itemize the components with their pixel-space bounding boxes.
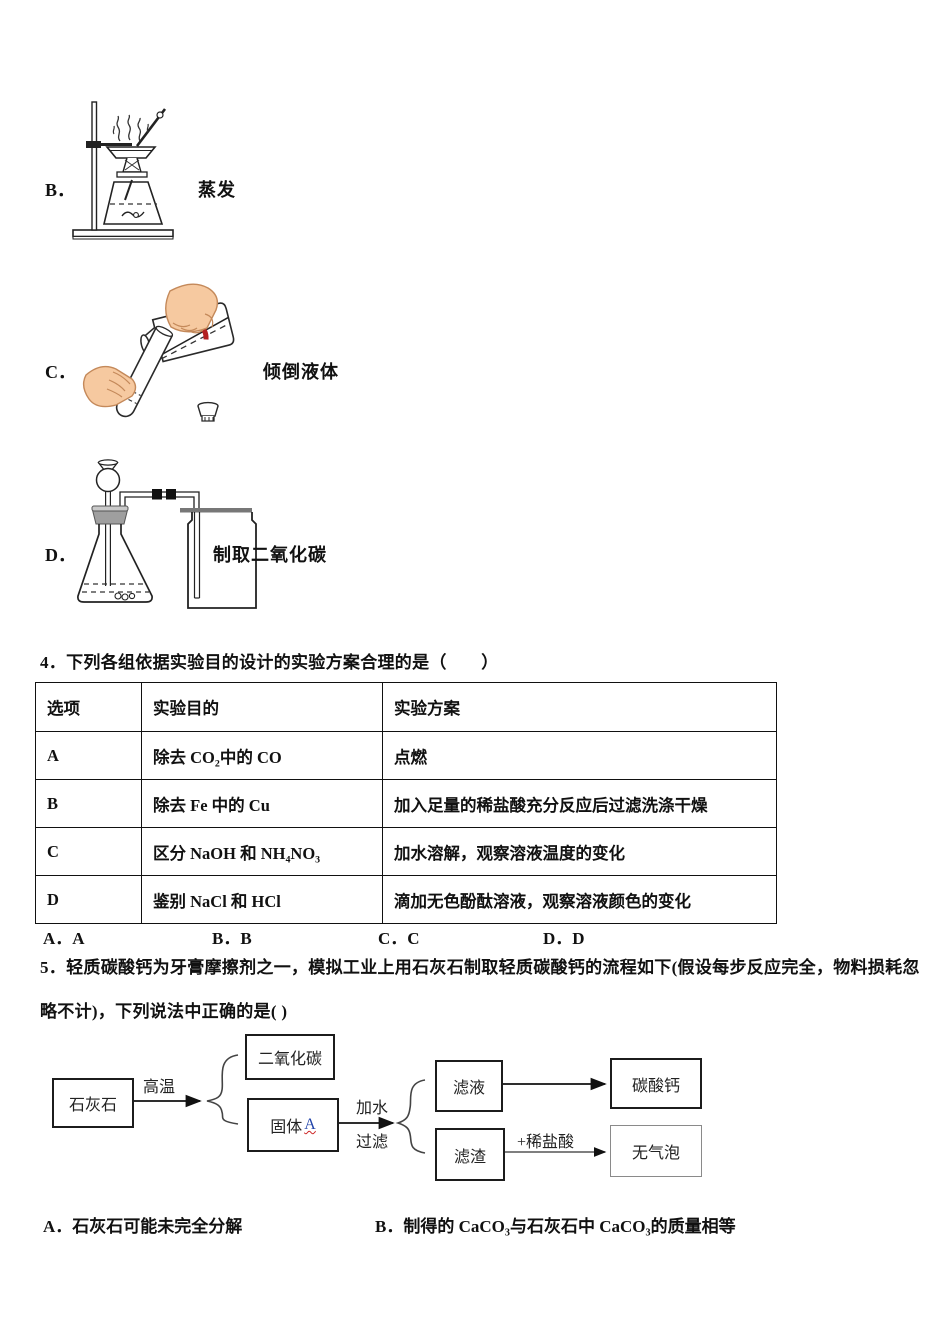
flow-box-filtrate: 滤液: [435, 1060, 503, 1112]
co2-preparation-apparatus-illustration: [77, 459, 257, 609]
q5-choice-a: A．石灰石可能未完全分解: [43, 1217, 243, 1236]
flow-box-residue: 滤渣: [435, 1128, 505, 1181]
q4-cell: B: [35, 779, 142, 828]
q4-cell: D: [35, 875, 142, 924]
flowchart-arrows-and-braces: [131, 1054, 607, 1157]
q5-choice-b: B．制得的 CaCO₃与石灰石中 CaCO₃的质量相等: [375, 1217, 736, 1236]
q4-cell: C: [35, 827, 142, 876]
q4-table-row-d: D 鉴别 NaCl 和 HCl 滴加无色酚酞溶液，观察溶液颜色的变化: [35, 875, 777, 924]
pouring-liquid-illustration: [82, 283, 235, 422]
question-5-stem-line2: 略不计)，下列说法中正确的是( ): [40, 1002, 288, 1021]
q4-cell: 滴加无色酚酞溶液，观察溶液颜色的变化: [382, 875, 777, 924]
q4-cell: 加入足量的稀盐酸充分反应后过滤洗涤干燥: [382, 779, 777, 828]
q4-cell: 点燃: [382, 731, 777, 780]
q4-header-purpose: 实验目的: [141, 682, 383, 732]
q4-table: 选项 实验目的 实验方案 A 除去 CO₂中的 CO 点燃 B 除去 Fe 中的…: [35, 682, 777, 924]
option-d-caption: 制取二氧化碳: [213, 545, 327, 565]
flow-label-add-water: 加水: [356, 1100, 389, 1117]
evaporation-apparatus-illustration: [72, 101, 174, 240]
q4-table-header-row: 选项 实验目的 实验方案: [35, 682, 777, 732]
option-b-caption: 蒸发: [198, 180, 236, 200]
flow-box-limestone: 石灰石: [52, 1078, 134, 1128]
q4-cell: 加水溶解，观察溶液温度的变化: [382, 827, 777, 876]
q4-table-row-c: C 区分 NaOH 和 NH₄NO₃ 加水溶解，观察溶液温度的变化: [35, 827, 777, 876]
flow-box-co2: 二氧化碳: [245, 1034, 335, 1080]
flow-label-high-temp: 高温: [143, 1079, 176, 1096]
q4-table-row-a: A 除去 CO₂中的 CO 点燃: [35, 731, 777, 780]
option-c-caption: 倾倒液体: [263, 362, 339, 382]
flow-box-caco3: 碳酸钙: [610, 1058, 702, 1109]
q4-header-option: 选项: [35, 682, 142, 732]
q4-header-plan: 实验方案: [382, 682, 777, 732]
q4-answer-d: D．D: [543, 929, 585, 948]
option-d-label: D．: [45, 545, 76, 565]
q4-answer-c: C．C: [378, 929, 420, 948]
q4-table-row-b: B 除去 Fe 中的 Cu 加入足量的稀盐酸充分反应后过滤洗涤干燥: [35, 779, 777, 828]
q4-cell: A: [35, 731, 142, 780]
q4-answer-a: A．A: [43, 929, 85, 948]
q4-cell: 鉴别 NaCl 和 HCl: [141, 875, 383, 924]
flow-label-filter: 过滤: [356, 1134, 389, 1151]
option-c-label: C．: [45, 362, 76, 382]
flow-label-plus-hcl: +稀盐酸: [517, 1134, 575, 1151]
flow-solid-a-letter: A: [304, 1116, 316, 1133]
question-5-stem-line1: 5．轻质碳酸钙为牙膏摩擦剂之一，模拟工业上用石灰石制取轻质碳酸钙的流程如下(假设…: [40, 958, 920, 977]
q4-cell: 除去 Fe 中的 Cu: [141, 779, 383, 828]
q4-cell: 区分 NaOH 和 NH₄NO₃: [141, 827, 383, 876]
q4-answer-b: B．B: [212, 929, 252, 948]
flow-solid-a-text: 固体: [270, 1119, 303, 1136]
question-4-stem: 4．下列各组依据实验目的设计的实验方案合理的是（ ）: [40, 653, 499, 672]
q4-cell: 除去 CO₂中的 CO: [141, 731, 383, 780]
option-b-label: B．: [45, 180, 76, 200]
flow-box-no-bubbles: 无气泡: [610, 1125, 702, 1177]
